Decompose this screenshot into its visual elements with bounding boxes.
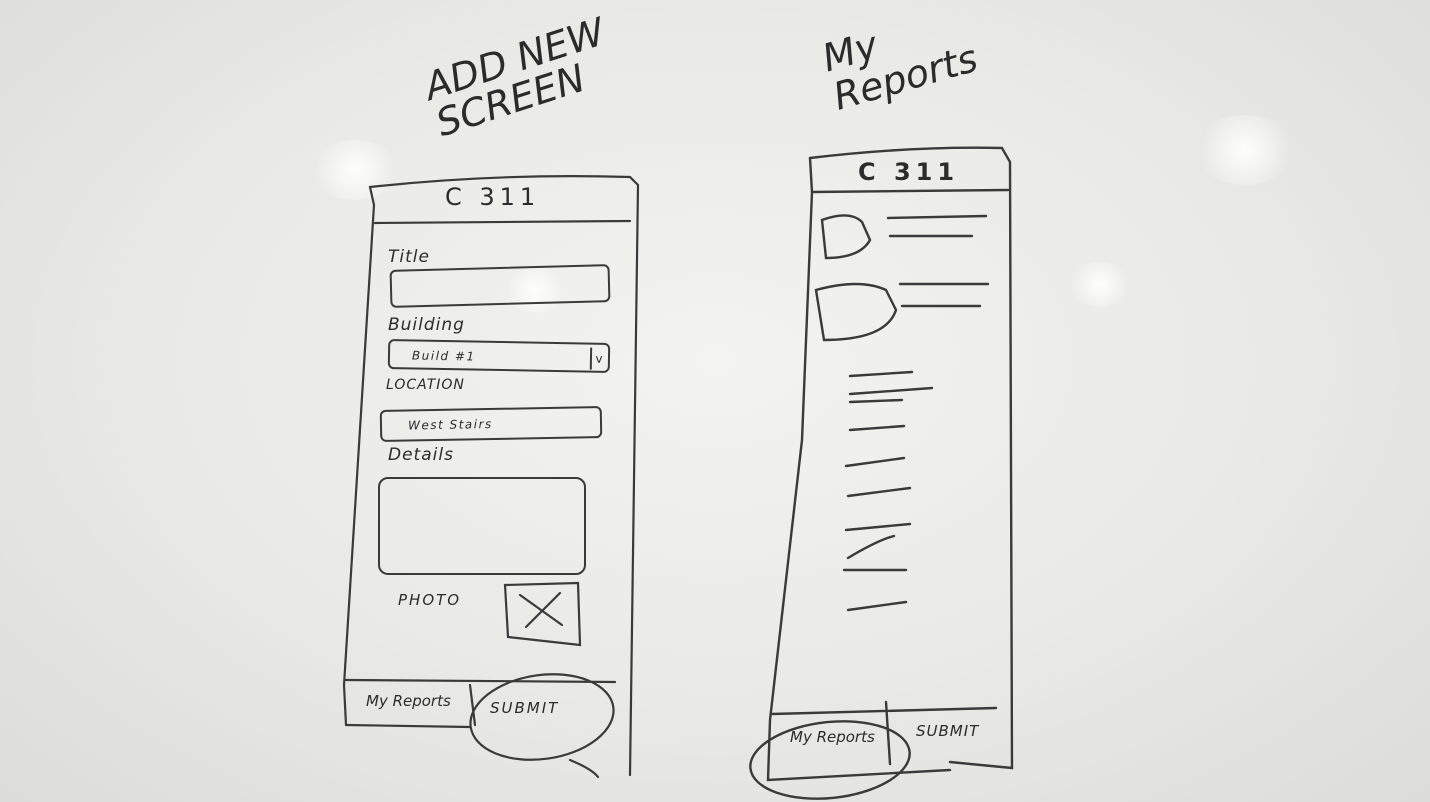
- app-title: C 311: [445, 183, 541, 211]
- details-textarea[interactable]: [378, 477, 586, 575]
- building-label: Building: [388, 315, 465, 335]
- tab-my-reports[interactable]: My Reports: [790, 728, 875, 746]
- app-title: C 311: [858, 158, 960, 186]
- tab-my-reports[interactable]: My Reports: [366, 692, 451, 710]
- photo-label: PHOTO: [398, 591, 462, 609]
- glare: [1070, 262, 1130, 307]
- glare: [505, 268, 565, 313]
- phone-frame: [342, 175, 640, 779]
- phone-frame: [749, 146, 1014, 800]
- location-value: West Stairs: [407, 416, 493, 433]
- list-item[interactable]: [816, 278, 996, 342]
- title-label: Title: [388, 247, 430, 267]
- photo-placeholder-icon[interactable]: [505, 583, 580, 643]
- list-item[interactable]: [816, 210, 996, 262]
- my-reports-sketch: C 311 My Reports SUBMIT: [710, 140, 1030, 800]
- title-input[interactable]: [389, 264, 611, 308]
- add-new-screen-sketch: C 311 Title Building Build #1 v LOCATION…: [330, 165, 640, 785]
- details-label: Details: [388, 445, 454, 465]
- submit-button[interactable]: SUBMIT: [490, 699, 560, 717]
- building-value: Build #1: [411, 348, 476, 364]
- glare: [310, 140, 400, 200]
- submit-button[interactable]: SUBMIT: [916, 722, 980, 740]
- location-label: LOCATION: [386, 377, 465, 393]
- left-screen-caption: ADD NEW SCREEN: [419, 9, 611, 146]
- glare: [1195, 115, 1295, 185]
- building-select[interactable]: Build #1 v: [387, 339, 611, 373]
- chevron-down-icon: v: [589, 347, 607, 370]
- right-screen-caption: My Reports: [817, 22, 983, 119]
- location-input[interactable]: West Stairs: [379, 406, 603, 442]
